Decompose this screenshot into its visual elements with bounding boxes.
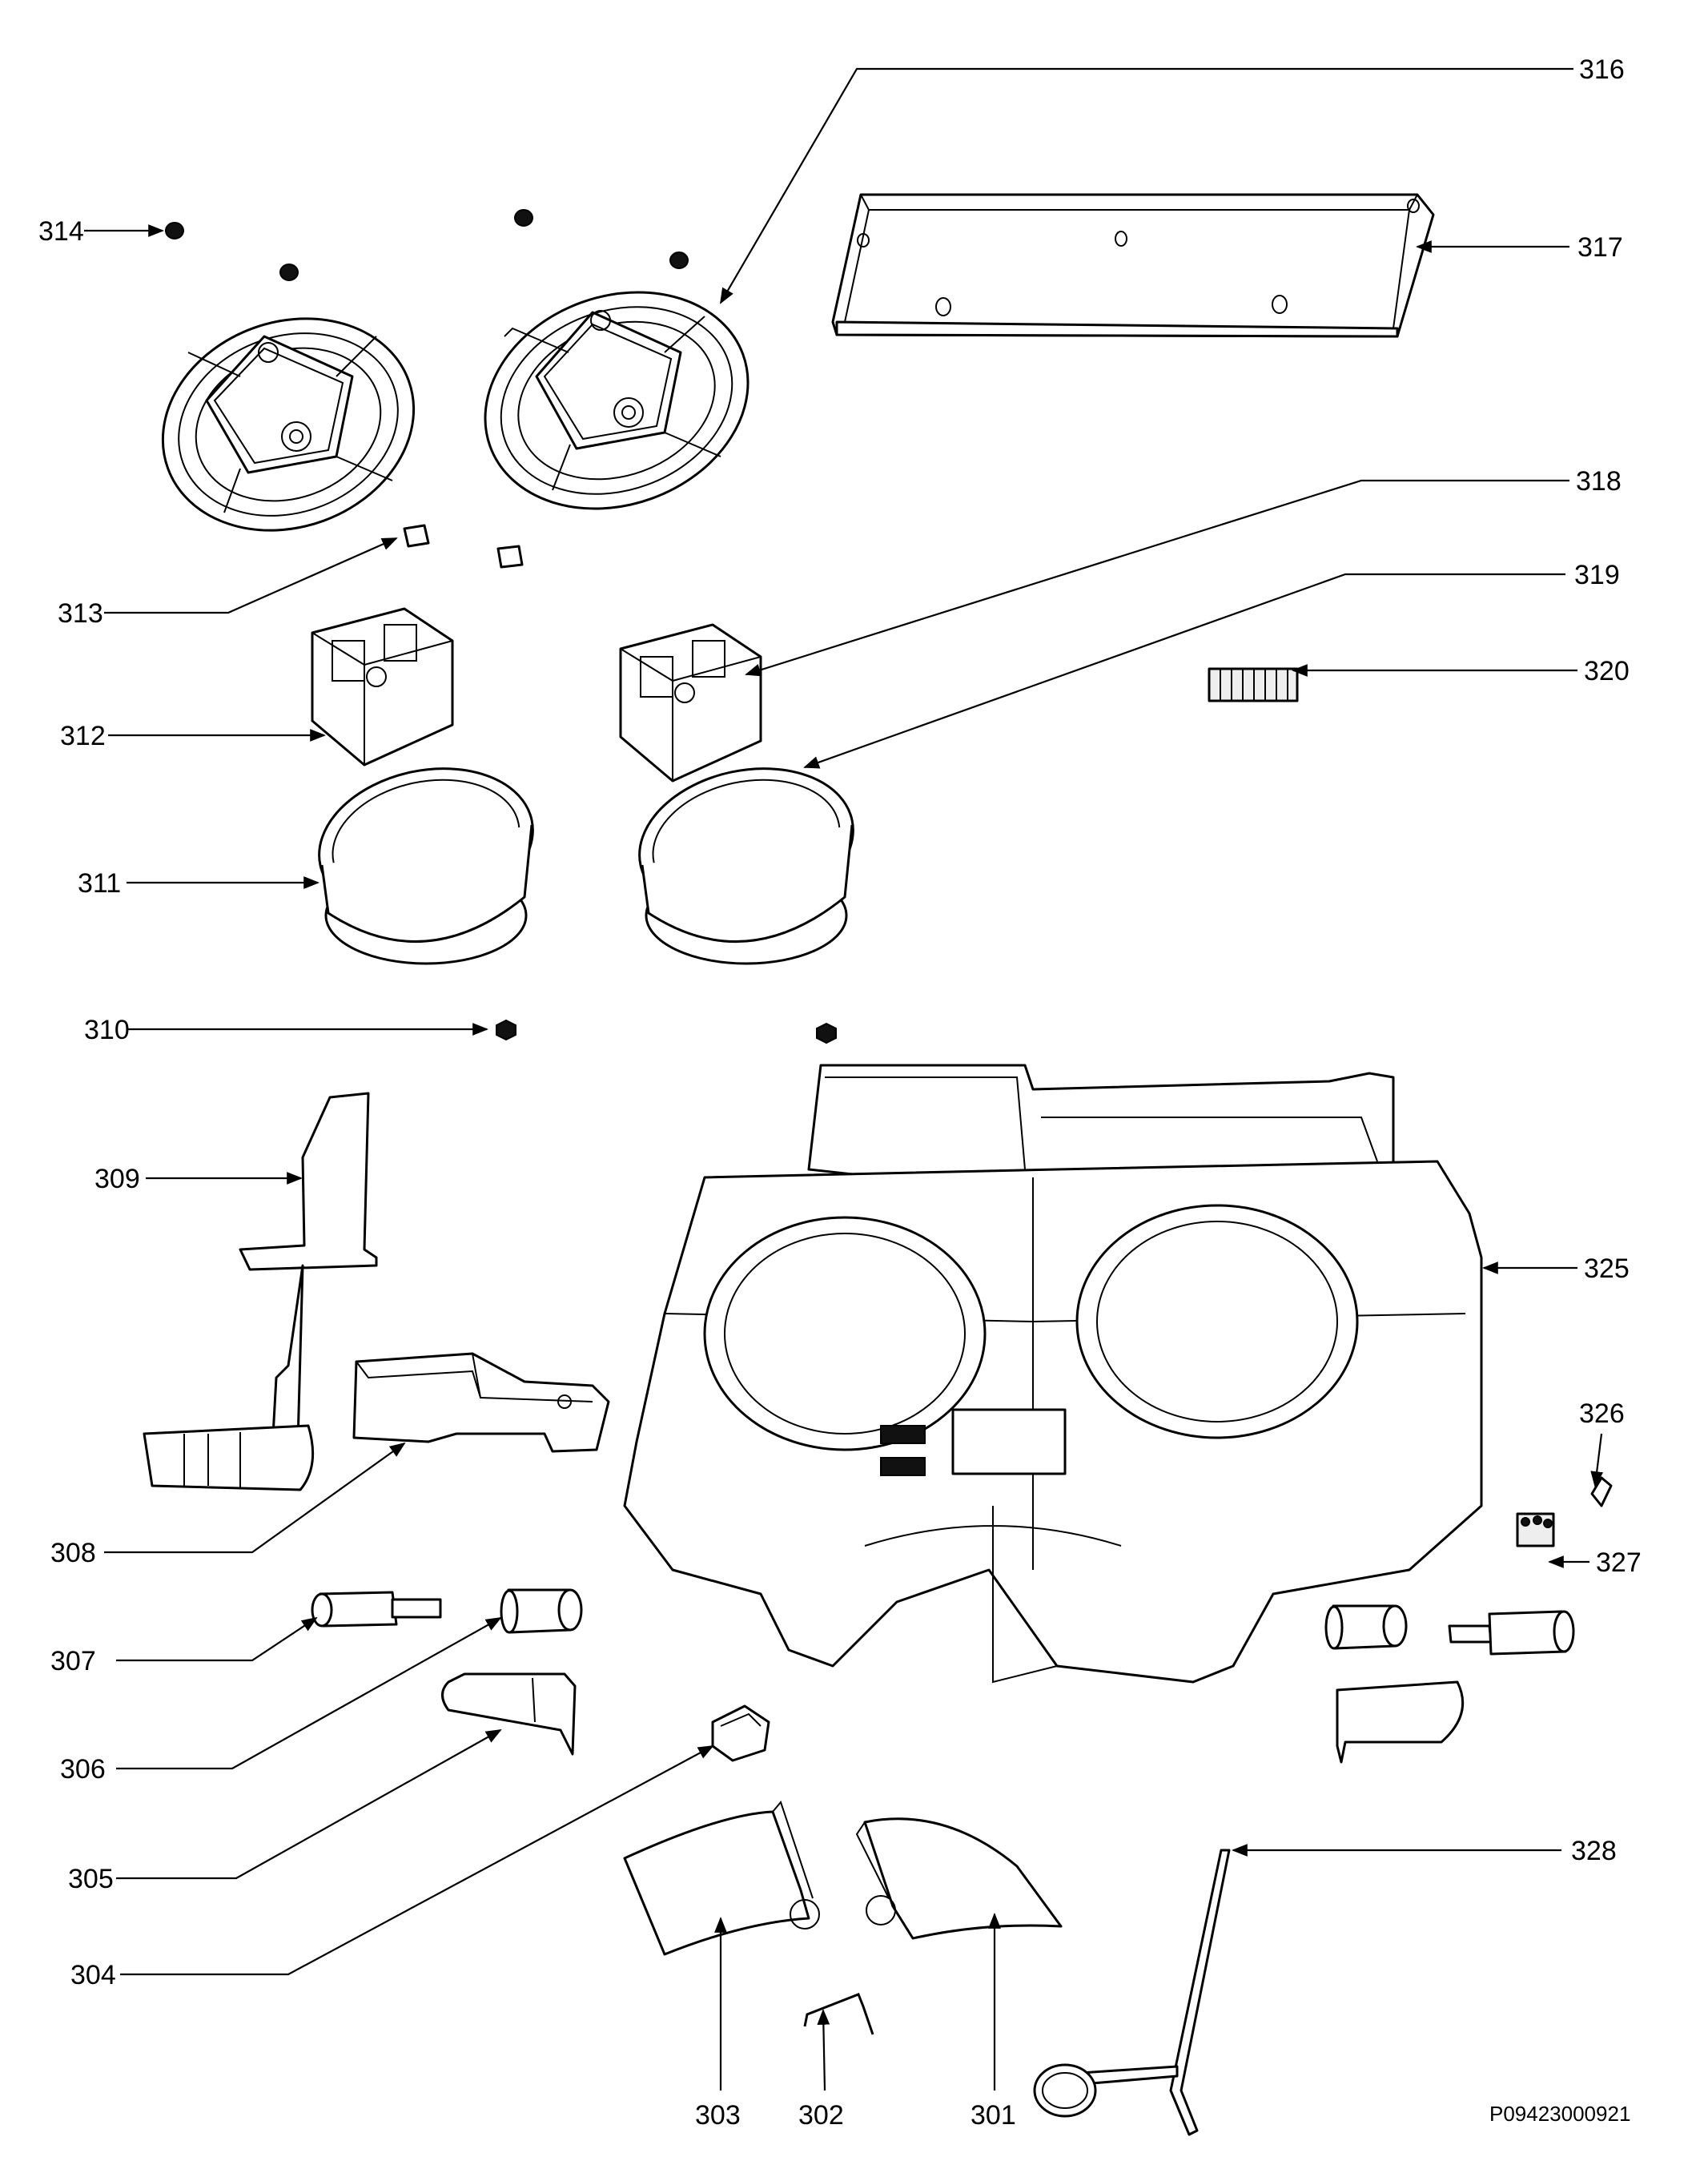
callout-313: 313 bbox=[58, 598, 103, 629]
callout-306: 306 bbox=[60, 1754, 106, 1785]
part-303-flap-left bbox=[623, 1800, 820, 1956]
leader-lines bbox=[84, 67, 1604, 2091]
part-319-burner-cup-right bbox=[638, 767, 854, 965]
part-knob-set-right bbox=[1324, 1604, 1575, 1764]
part-302-spring bbox=[803, 1993, 874, 2035]
part-burner-ring-right bbox=[484, 291, 750, 510]
callout-labels: 314 316 317 318 319 320 313 312 311 310 … bbox=[38, 54, 1642, 2131]
callout-309: 309 bbox=[94, 1164, 140, 1194]
part-318-burner-block-right bbox=[619, 623, 762, 783]
part-310-nuts bbox=[496, 1019, 837, 1044]
part-308-cover bbox=[352, 1352, 610, 1453]
part-306-knob-base-left bbox=[500, 1588, 583, 1634]
callout-325: 325 bbox=[1584, 1253, 1630, 1284]
callout-302: 302 bbox=[798, 2100, 844, 2131]
part-304-knob-insert bbox=[711, 1704, 770, 1762]
callout-305: 305 bbox=[68, 1864, 114, 1894]
callout-301: 301 bbox=[971, 2100, 1016, 2131]
part-314-nuts bbox=[165, 209, 689, 281]
part-312-burner-block-left bbox=[311, 607, 454, 767]
part-309-bracket bbox=[143, 1092, 378, 1491]
part-320-terminal-block bbox=[1208, 667, 1299, 702]
callout-327: 327 bbox=[1596, 1547, 1642, 1578]
callout-307: 307 bbox=[50, 1646, 96, 1676]
part-325-hob-base bbox=[623, 1064, 1483, 1684]
callout-310: 310 bbox=[84, 1015, 130, 1045]
callout-311: 311 bbox=[78, 868, 121, 899]
part-327-terminal-block bbox=[1516, 1512, 1555, 1547]
callout-328: 328 bbox=[1571, 1836, 1617, 1866]
part-328-ignition-rod bbox=[1033, 1849, 1231, 2136]
drawing-code: P09423000921 bbox=[1489, 2102, 1630, 2126]
part-301-flap-right bbox=[855, 1817, 1063, 1940]
part-307-spindle-left bbox=[311, 1591, 442, 1628]
callout-320: 320 bbox=[1584, 656, 1630, 686]
callout-308: 308 bbox=[50, 1538, 96, 1568]
part-burner-ring-left bbox=[161, 317, 416, 532]
callout-318: 318 bbox=[1576, 466, 1622, 497]
callout-312: 312 bbox=[60, 721, 106, 751]
part-317-rear-panel bbox=[831, 193, 1435, 338]
callout-314: 314 bbox=[38, 216, 84, 247]
callout-317: 317 bbox=[1577, 232, 1623, 263]
callout-319: 319 bbox=[1574, 560, 1620, 590]
callout-304: 304 bbox=[70, 1960, 116, 1990]
part-311-burner-cup-left bbox=[318, 767, 534, 965]
part-305-knob-left bbox=[441, 1672, 577, 1756]
callout-326: 326 bbox=[1579, 1398, 1625, 1429]
callout-316: 316 bbox=[1579, 54, 1625, 85]
part-313-clips bbox=[403, 524, 524, 569]
callout-303: 303 bbox=[695, 2100, 741, 2131]
